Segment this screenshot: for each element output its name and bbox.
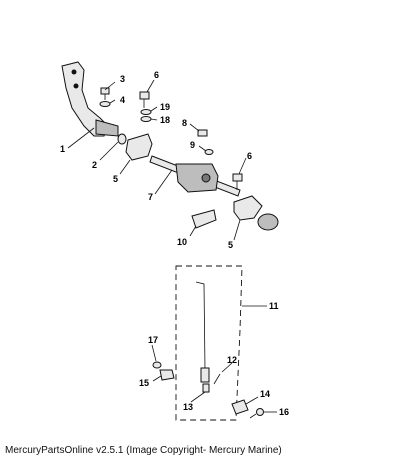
callout-2: 2 bbox=[92, 160, 97, 170]
part-18-washer[interactable] bbox=[140, 116, 152, 122]
callout-6a: 6 bbox=[154, 70, 159, 80]
part-10-plate[interactable] bbox=[191, 209, 217, 229]
part-19-washer[interactable] bbox=[140, 109, 152, 115]
callout-12: 12 bbox=[227, 355, 237, 365]
part-9-washer[interactable] bbox=[204, 149, 214, 155]
callout-5a: 5 bbox=[113, 174, 118, 184]
part-12-pin[interactable] bbox=[213, 373, 221, 385]
part-1-bracket[interactable] bbox=[61, 61, 119, 137]
callout-17: 17 bbox=[148, 335, 158, 345]
part-17-nut[interactable] bbox=[152, 361, 162, 369]
part-2-ring[interactable] bbox=[117, 133, 127, 145]
exploded-parts-diagram: 1 2 3 4 6 19 18 5 7 8 9 6 10 5 11 12 17 … bbox=[60, 61, 289, 421]
callout-7: 7 bbox=[148, 192, 153, 202]
shaft-knob[interactable] bbox=[257, 213, 279, 231]
callout-19: 19 bbox=[160, 102, 170, 112]
callout-6b: 6 bbox=[247, 151, 252, 161]
part-6-screw-upper[interactable] bbox=[139, 91, 150, 108]
part-11-link-rod[interactable] bbox=[195, 281, 210, 393]
part-3-screw[interactable] bbox=[100, 87, 110, 100]
part-8-bolt[interactable] bbox=[197, 129, 208, 137]
callout-3: 3 bbox=[120, 74, 125, 84]
copyright-footer: MercuryPartsOnline v2.5.1 (Image Copyrig… bbox=[5, 445, 282, 456]
callout-5b: 5 bbox=[228, 240, 233, 250]
callout-8: 8 bbox=[182, 118, 187, 128]
callout-18: 18 bbox=[160, 115, 170, 125]
callout-9: 9 bbox=[190, 140, 195, 150]
part-16-screw[interactable] bbox=[249, 408, 264, 419]
callout-14: 14 bbox=[260, 389, 270, 399]
callout-16: 16 bbox=[279, 407, 289, 417]
callout-11: 11 bbox=[269, 301, 279, 311]
part-11-outline bbox=[175, 265, 243, 421]
part-14-bracket[interactable] bbox=[231, 399, 249, 415]
callout-4: 4 bbox=[120, 95, 125, 105]
part-15-block[interactable] bbox=[159, 369, 175, 381]
part-7-shaft[interactable] bbox=[149, 155, 241, 197]
callout-1: 1 bbox=[60, 144, 65, 154]
part-4-washer[interactable] bbox=[99, 101, 111, 107]
part-5-clamp-upper[interactable] bbox=[125, 133, 153, 161]
part-5-clamp-lower[interactable] bbox=[233, 195, 263, 221]
callout-10: 10 bbox=[177, 237, 187, 247]
callout-15: 15 bbox=[139, 378, 149, 388]
callout-13: 13 bbox=[183, 402, 193, 412]
part-6-screw-lower[interactable] bbox=[232, 173, 243, 190]
leader-lines bbox=[67, 79, 277, 413]
